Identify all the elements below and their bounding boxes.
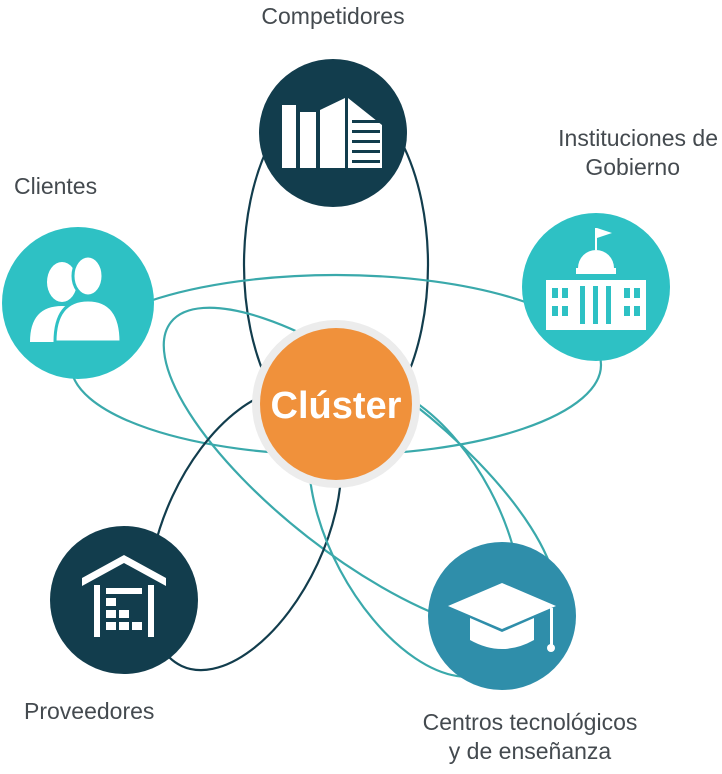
label-competidores: Competidores [261,3,405,29]
node-centros [428,542,576,690]
node-clientes [2,227,154,379]
label-gobierno-line2: Gobierno [585,154,680,180]
office-building-icon [282,98,382,168]
label-proveedores: Proveedores [24,698,155,724]
node-proveedores [50,526,198,674]
label-centros-line1: Centros tecnológicos [422,709,638,735]
center-label: Clúster [271,385,402,427]
label-gobierno-line1: Instituciones de [558,125,718,151]
label-clientes: Clientes [14,173,98,199]
graduation-cap-icon [448,583,556,652]
node-gobierno [522,213,670,361]
label-centros: Centros tecnológicos y de enseñanza [380,708,680,766]
government-building-icon [546,228,646,330]
node-competidores [259,59,407,207]
label-centros-line2: y de enseñanza [448,738,612,764]
center-node: Clúster [252,320,420,488]
users-icon [30,254,123,344]
label-gobierno: Instituciones de Gobierno [480,124,718,182]
warehouse-icon [82,555,166,637]
